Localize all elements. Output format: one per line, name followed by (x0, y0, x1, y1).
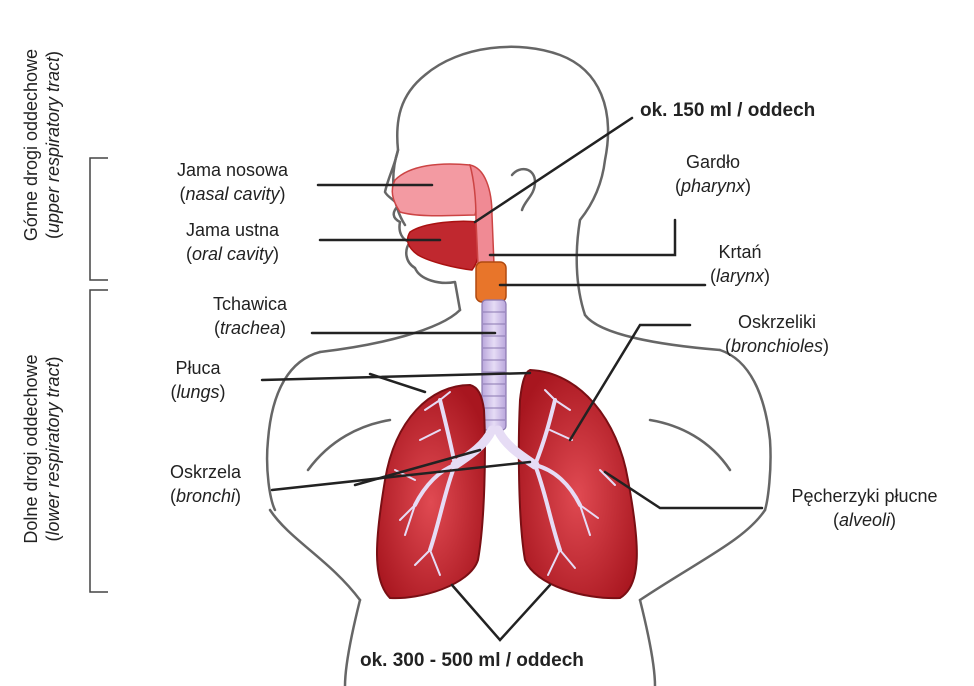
waist-left (270, 510, 360, 600)
volume-lower: ok. 300 - 500 ml / oddech (360, 649, 584, 673)
chest-right (650, 420, 730, 470)
leader-volume-upper (475, 118, 632, 222)
label-lungs-en: lungs (176, 382, 219, 402)
chest-left (308, 420, 390, 470)
body-outline (267, 47, 770, 686)
label-nasal-en: nasal cavity (185, 184, 279, 204)
leader-volume-lower (452, 585, 550, 640)
label-lungs: Płuca (lungs) (148, 356, 248, 404)
group-subtitle-lower: lower respiratory tract (43, 362, 63, 535)
group-brackets (90, 158, 108, 592)
label-pharynx-en: pharynx (681, 176, 745, 196)
label-bronchioles: Oskrzeliki (bronchioles) (692, 310, 862, 358)
leader-pharynx (490, 220, 675, 255)
label-oral-en: oral cavity (192, 244, 273, 264)
label-alveoli-pl: Pęcherzyki płucne (762, 484, 967, 508)
label-bronchi: Oskrzela (bronchi) (148, 460, 263, 508)
label-alveoli: Pęcherzyki płucne (alveoli) (762, 484, 967, 532)
label-nasal-pl: Jama nosowa (150, 158, 315, 182)
oral-cavity-shape (408, 221, 480, 270)
larynx-shape (476, 262, 506, 302)
label-trachea: Tchawica (trachea) (190, 292, 310, 340)
bracket-lower (90, 290, 108, 592)
label-bronchi-en: bronchi (176, 486, 235, 506)
group-label-lower: Dolne drogi oddechowe (lower respiratory… (20, 291, 64, 607)
group-title-upper: Górne drogi oddechowe (20, 0, 42, 310)
volume-upper: ok. 150 ml / oddech (640, 99, 815, 123)
label-pharynx: Gardło (pharynx) (648, 150, 778, 198)
label-oral-pl: Jama ustna (150, 218, 315, 242)
label-nasal: Jama nosowa (nasal cavity) (150, 158, 315, 206)
label-larynx-en: larynx (716, 266, 764, 286)
label-trachea-en: trachea (220, 318, 280, 338)
torso-right (640, 600, 655, 686)
left-lung (377, 385, 485, 598)
group-subtitle-upper: upper respiratory tract (43, 57, 63, 233)
label-alveoli-en: alveoli (839, 510, 890, 530)
label-larynx-pl: Krtań (700, 240, 780, 264)
label-oral: Jama ustna (oral cavity) (150, 218, 315, 266)
label-bronchioles-en: bronchioles (731, 336, 823, 356)
group-title-lower: Dolne drogi oddechowe (20, 291, 42, 607)
trachea-shape (482, 300, 506, 430)
neck-left (320, 310, 460, 352)
label-bronchi-pl: Oskrzela (148, 460, 263, 484)
label-lungs-pl: Płuca (148, 356, 248, 380)
group-label-upper: Górne drogi oddechowe (upper respiratory… (20, 0, 64, 310)
label-trachea-pl: Tchawica (190, 292, 310, 316)
nasal-cavity-shape (392, 164, 477, 216)
label-bronchioles-pl: Oskrzeliki (692, 310, 862, 334)
right-lung (519, 370, 637, 598)
label-larynx: Krtań (larynx) (700, 240, 780, 288)
label-pharynx-pl: Gardło (648, 150, 778, 174)
torso-left (345, 600, 360, 686)
bracket-upper (90, 158, 108, 280)
waist-right (640, 510, 765, 600)
